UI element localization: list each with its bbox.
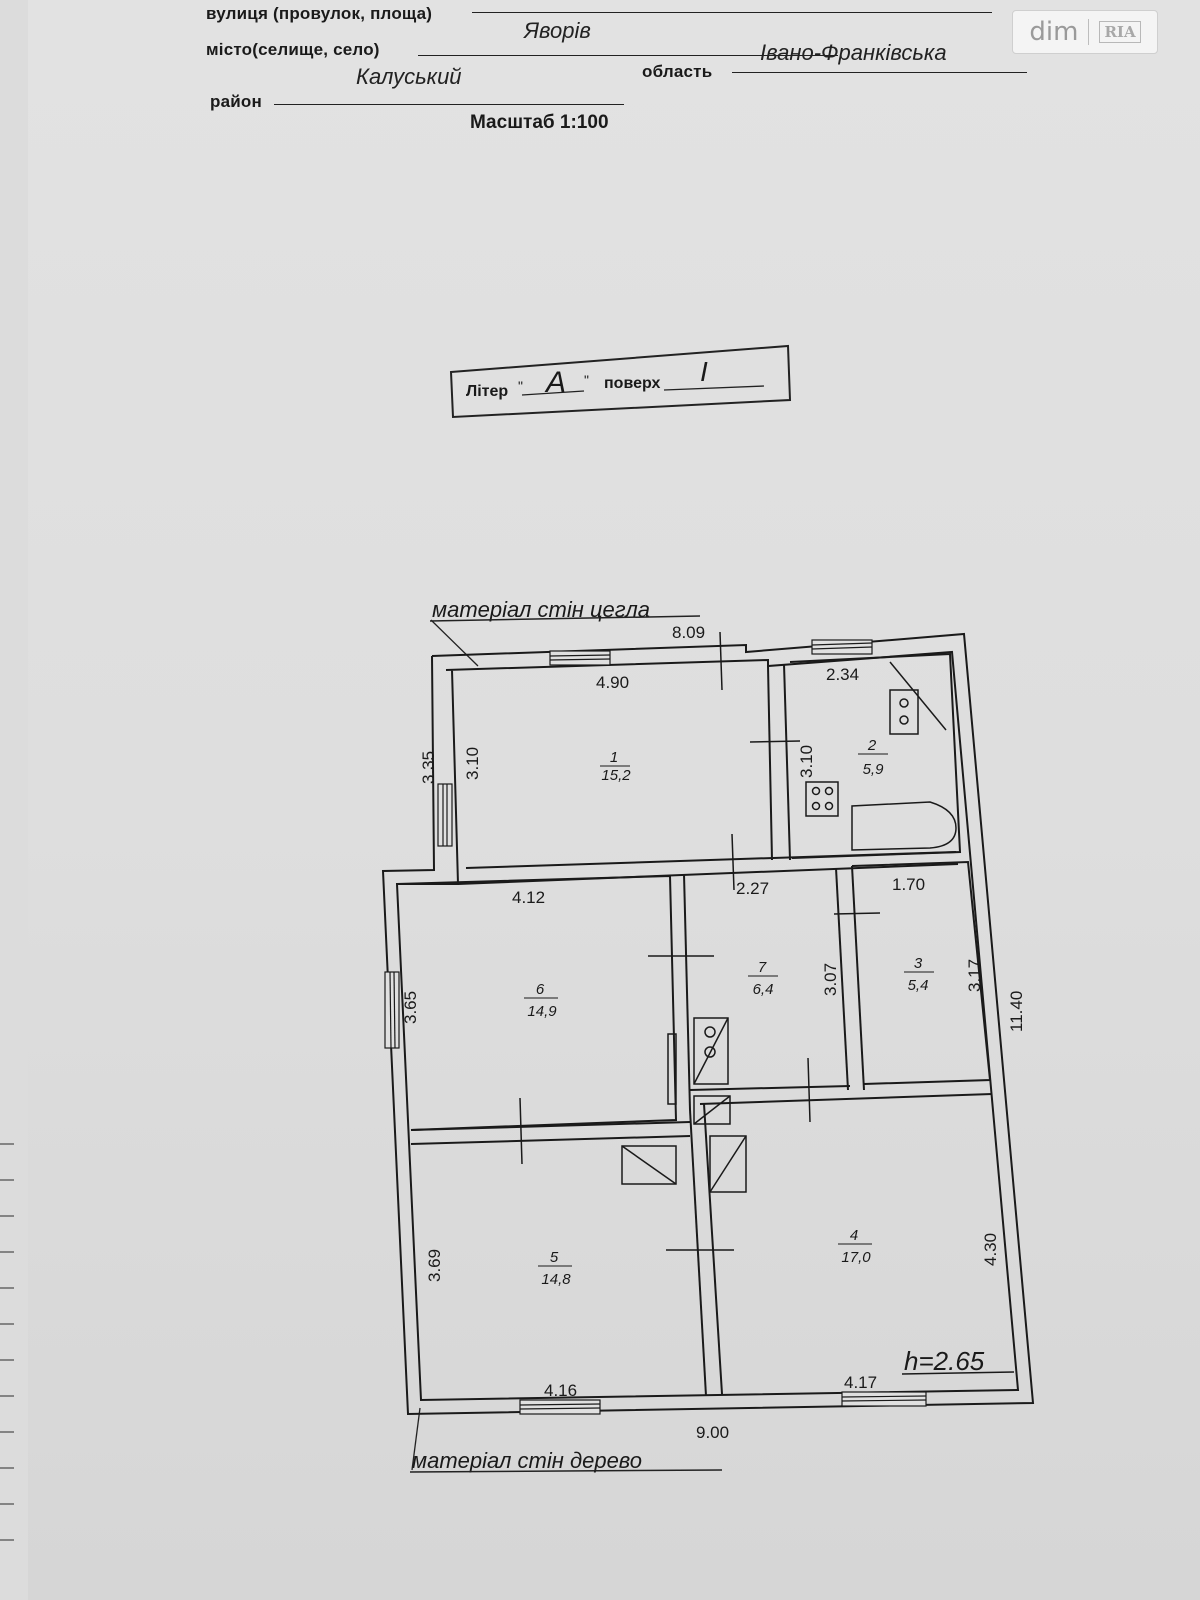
dim-ria-logo: dim RIA xyxy=(1012,10,1158,54)
room-labels: 1 15,2 2 5,9 3 5,4 4 17,0 5 14,8 6 14,9 xyxy=(524,737,934,1288)
room-2-number: 2 xyxy=(867,737,877,754)
floor-value: I xyxy=(700,356,708,387)
liter-label: Літер xyxy=(466,383,508,400)
logo-mark: RIA xyxy=(1099,21,1141,43)
dim-bottom-total: 9.00 xyxy=(696,1423,729,1442)
dim-right-total: 11.40 xyxy=(1007,991,1026,1032)
room-5-number: 5 xyxy=(550,1249,559,1266)
dim-room3-height: 3.17 xyxy=(965,959,984,992)
room-6-number: 6 xyxy=(536,981,545,998)
dim-room2-width: 2.34 xyxy=(826,665,859,684)
wall-material-bottom: матеріал стін дерево xyxy=(412,1448,642,1473)
room-2: 2 5,9 xyxy=(858,737,888,778)
dim-room4-height: 4.30 xyxy=(981,1233,1000,1266)
dim-room3-width: 1.70 xyxy=(892,875,925,894)
dim-room1-height: 3.10 xyxy=(463,747,482,780)
room-7-area: 6,4 xyxy=(753,981,774,998)
room-4-number: 4 xyxy=(850,1227,858,1244)
door-markers xyxy=(519,631,881,1251)
dim-room5-height: 3.69 xyxy=(425,1249,444,1282)
ceiling-height: h=2.65 xyxy=(904,1346,985,1376)
room-4: 4 17,0 xyxy=(838,1227,872,1266)
dim-room7-width: 2.27 xyxy=(736,879,769,898)
logo-divider xyxy=(1088,19,1090,45)
dim-room7-height: 3.07 xyxy=(821,963,840,996)
exterior-walls xyxy=(381,632,1035,1416)
room-3: 3 5,4 xyxy=(904,955,934,994)
room-2-area: 5,9 xyxy=(863,761,885,778)
region-value: Івано-Франківська xyxy=(760,40,947,65)
dim-room5-width: 4.16 xyxy=(544,1381,577,1400)
binder-edge xyxy=(0,1143,14,1541)
logo-text: dim xyxy=(1029,17,1079,47)
windows xyxy=(384,639,927,1415)
dim-room6-height: 3.65 xyxy=(401,991,420,1024)
dim-top-total: 8.09 xyxy=(672,623,705,642)
room-7-number: 7 xyxy=(758,959,767,976)
room-1-number: 1 xyxy=(610,749,618,766)
room-5-area: 14,8 xyxy=(541,1271,571,1288)
dim-left-upper: 3.35 xyxy=(419,751,438,784)
room-6: 6 14,9 xyxy=(524,981,558,1020)
document-page xyxy=(28,0,1200,1600)
fixtures xyxy=(621,661,957,1193)
room-7: 7 6,4 xyxy=(748,959,778,998)
district-label: район xyxy=(210,92,262,111)
stamp-quote-close: " xyxy=(584,372,589,388)
dim-room1-width: 4.90 xyxy=(596,673,629,692)
stamp-quote-open: " xyxy=(518,378,523,394)
city-value: Яворів xyxy=(524,18,591,43)
city-label: місто(селище, село) xyxy=(206,40,380,59)
room-3-area: 5,4 xyxy=(908,977,929,994)
district-line xyxy=(274,104,624,105)
floor-label: поверх xyxy=(604,375,661,392)
district-value: Калуський xyxy=(356,64,462,89)
dim-room2-height: 3.10 xyxy=(797,745,816,778)
dimension-labels: 8.09 4.90 2.34 4.12 2.27 1.70 4.16 4.17 … xyxy=(401,623,1026,1442)
liter-stamp: Літер " А " поверх I xyxy=(449,344,792,419)
dim-room6-width: 4.12 xyxy=(512,888,545,907)
city-line xyxy=(418,55,838,56)
room-5: 5 14,8 xyxy=(538,1249,572,1288)
street-label: вулиця (провулок, площа) xyxy=(206,4,433,23)
room-3-number: 3 xyxy=(914,955,923,972)
room-1-area: 15,2 xyxy=(601,767,631,784)
interior-walls xyxy=(396,652,993,1397)
dim-room4-width: 4.17 xyxy=(844,1373,877,1392)
region-label: область xyxy=(642,62,713,81)
room-1: 1 15,2 xyxy=(600,749,631,784)
liter-value: А xyxy=(544,366,566,399)
street-line xyxy=(472,12,992,13)
room-6-area: 14,9 xyxy=(527,1003,557,1020)
region-line xyxy=(732,72,1027,73)
room-4-area: 17,0 xyxy=(841,1249,871,1266)
scale-label: Масштаб 1:100 xyxy=(470,112,609,133)
